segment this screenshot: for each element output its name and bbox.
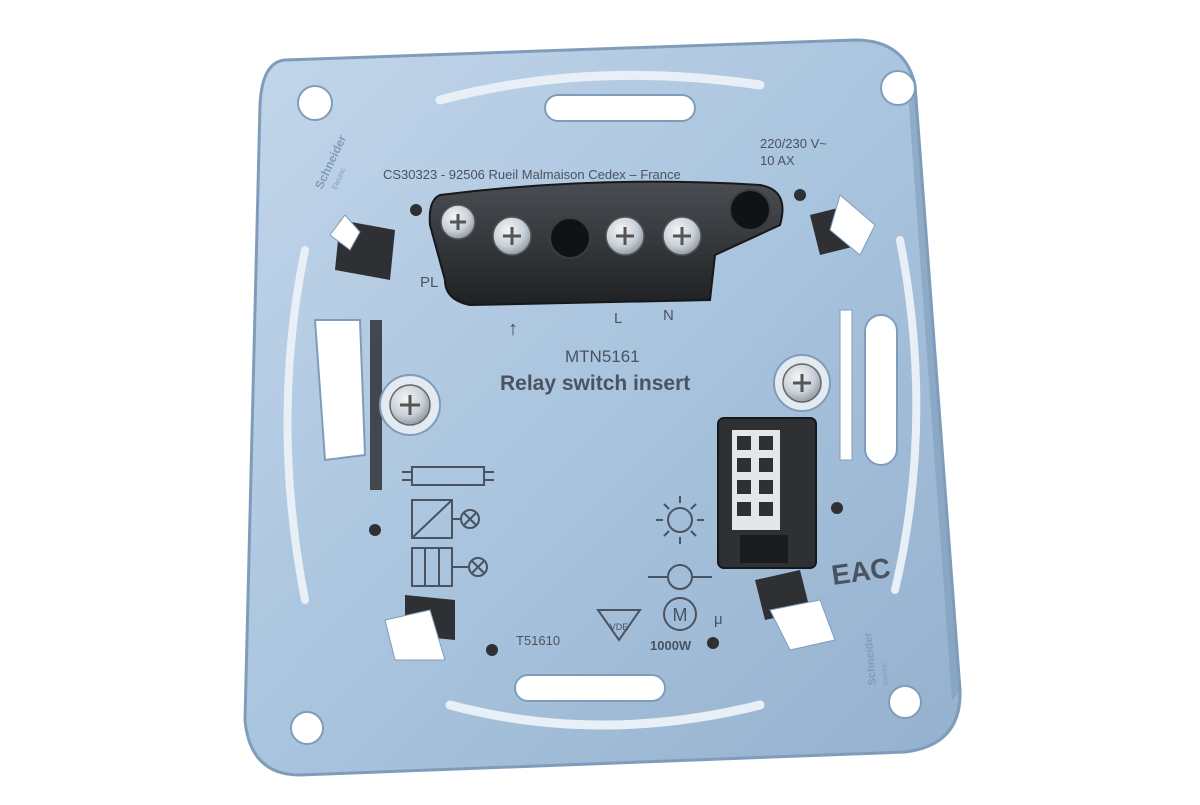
terminal-screw xyxy=(662,216,702,256)
voltage-rating: 220/230 V~ xyxy=(760,136,827,151)
fixing-screw-right xyxy=(773,354,831,412)
mounting-claw xyxy=(810,194,876,256)
mounting-claw xyxy=(329,214,395,280)
corner-hole xyxy=(888,685,922,719)
certificate-line: CS30323 - 92506 Rueil Malmaison Cedex – … xyxy=(383,167,681,182)
terminal-screw xyxy=(440,204,476,240)
type-code: T51610 xyxy=(516,633,560,648)
incandescent-lamp-icon xyxy=(656,496,704,544)
electronic-transformer-icon xyxy=(411,499,480,539)
corner-hole xyxy=(297,85,333,121)
load-symbols xyxy=(402,466,494,587)
mounting-claw xyxy=(384,595,455,661)
brand-logo-side: Schneider xyxy=(862,631,879,686)
connector-socket xyxy=(717,417,817,569)
fixing-screw-left xyxy=(379,374,441,436)
vde-label: VDE xyxy=(610,622,629,632)
ballast-icon xyxy=(648,564,712,590)
terminal-hole xyxy=(729,189,771,231)
mounting-plate xyxy=(243,38,962,777)
wound-transformer-icon xyxy=(411,547,488,587)
brand-logo-side-sub: Electric xyxy=(881,661,890,685)
micro-mark: μ xyxy=(714,611,723,628)
vde-mark xyxy=(596,609,642,642)
terminal-hole xyxy=(549,217,591,259)
terminal-label-pl: PL xyxy=(420,274,438,291)
terminal-label-arrow: ↑ xyxy=(508,318,518,340)
fluorescent-lamp-icon xyxy=(402,466,494,486)
product-name: Relay switch insert xyxy=(500,372,690,395)
terminal-label-n: N xyxy=(663,307,674,324)
corner-hole xyxy=(290,711,324,745)
power-rating: 1000W xyxy=(650,638,692,653)
terminal-screw xyxy=(605,216,645,256)
terminal-label-l: L xyxy=(614,310,622,327)
current-rating: 10 AX xyxy=(760,153,795,168)
motor-icon xyxy=(663,597,697,631)
terminal-screw xyxy=(492,216,532,256)
corner-hole xyxy=(880,70,916,106)
terminal-block xyxy=(428,180,784,307)
mounting-claw xyxy=(755,570,836,651)
model-number: MTN5161 xyxy=(565,347,640,366)
load-symbols-right xyxy=(596,496,712,642)
motor-label: M xyxy=(673,605,688,625)
